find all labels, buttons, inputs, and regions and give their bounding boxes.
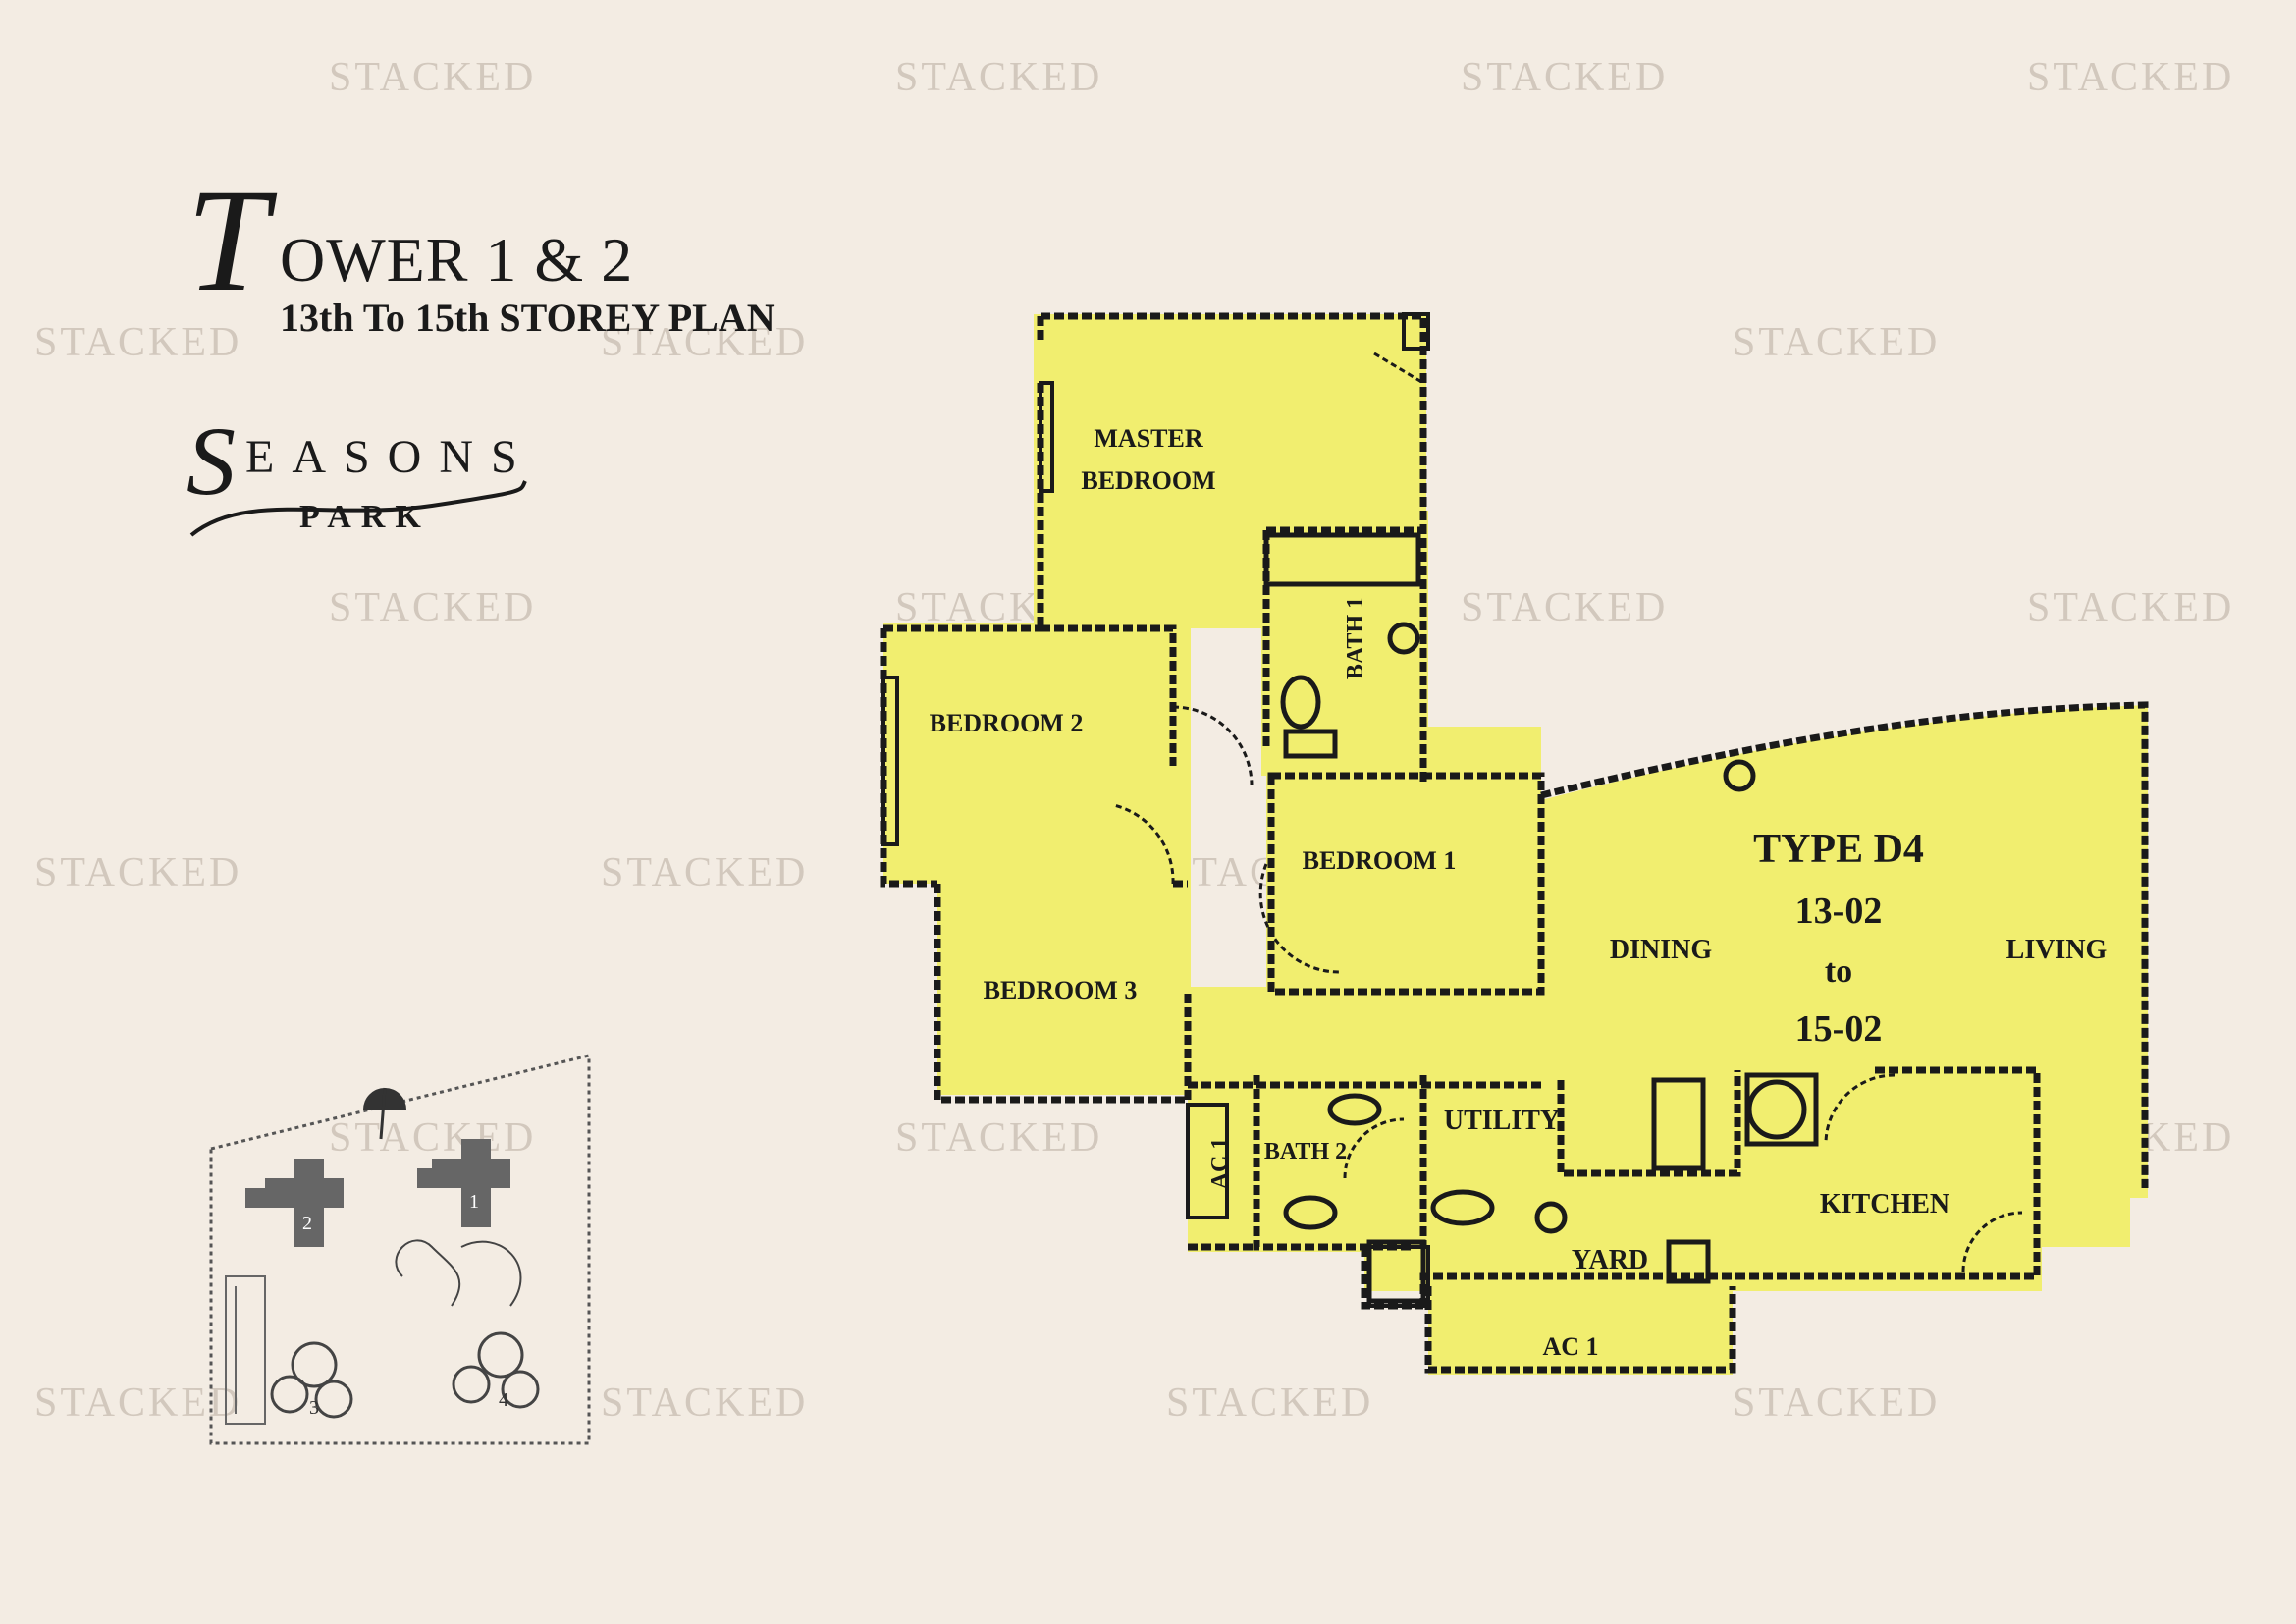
block-label: 4 <box>499 1389 508 1411</box>
room-label-bath-2: BATH 2 <box>1264 1139 1347 1164</box>
storey-subtitle: 13th To 15th STOREY PLAN <box>280 296 775 340</box>
logo-swash-icon <box>189 480 527 537</box>
door-swings <box>1113 352 2023 1272</box>
watermark: STACKED <box>601 320 809 365</box>
watermark: STACKED <box>895 55 1103 100</box>
title-initial: T <box>187 159 269 322</box>
watermark: STACKED <box>2027 585 2235 630</box>
block-label: 1 <box>469 1191 479 1213</box>
watermark: STACKED <box>601 1380 809 1426</box>
unit-range-to: to <box>1825 953 1852 990</box>
room-label-ac-ledge: AC 1 <box>1542 1332 1598 1361</box>
watermark: STACKED <box>1733 320 1941 365</box>
logo-text: EASONS <box>245 431 535 483</box>
watermark: STACKED <box>329 585 537 630</box>
room-label-dining: DINING <box>1610 935 1712 965</box>
fixtures <box>1263 532 1819 1304</box>
tower-block-3 <box>270 1341 353 1419</box>
logo-subtext: PARK <box>299 499 431 535</box>
watermark: STACKED <box>1461 55 1669 100</box>
watermark: STACKED <box>895 1115 1103 1161</box>
room-label-living: LIVING <box>2006 935 2108 965</box>
window-sills <box>881 312 1430 1308</box>
watermark: STACKED <box>34 850 242 895</box>
room-label-bedroom-3: BEDROOM 3 <box>984 976 1138 1004</box>
watermark: STACKED <box>1733 1380 1941 1426</box>
watermark: STACKED <box>34 1380 242 1426</box>
room-label-bedroom-2: BEDROOM 2 <box>930 709 1084 737</box>
unit-highlight <box>883 314 2148 1375</box>
room-label-kitchen: KITCHEN <box>1820 1189 1949 1219</box>
unit-type-label: TYPE D4 <box>1753 827 1924 872</box>
unit-range-end: 15-02 <box>1795 1008 1883 1050</box>
room-label-bedroom-1: BEDROOM 1 <box>1303 846 1457 875</box>
unit-range-start: 13-02 <box>1795 891 1883 932</box>
watermark: STACKED <box>1461 585 1669 630</box>
watermark: STACKED <box>1166 1380 1374 1426</box>
block-label: 2 <box>302 1213 312 1234</box>
room-label-master-bedroom: BEDROOM <box>1081 466 1215 495</box>
room-label-yard: YARD <box>1572 1245 1648 1275</box>
watermark: STACKED <box>34 320 242 365</box>
title-text: OWER 1 & 2 <box>280 225 634 295</box>
watermark: STACKED <box>601 850 809 895</box>
logo-initial: S <box>187 406 236 515</box>
block-label: 3 <box>309 1397 319 1419</box>
watermark: STACKED <box>2027 55 2235 100</box>
tower-block-4 <box>452 1331 540 1409</box>
watermark: STACKED <box>329 55 537 100</box>
tower-block-1 <box>417 1139 510 1227</box>
site-key-plan: 2 1 3 4 <box>209 1054 591 1445</box>
watermark: STACKED <box>329 1115 537 1161</box>
seasons-park-logo: S EASONS PARK <box>187 412 540 550</box>
tower-block-2 <box>245 1159 344 1247</box>
room-label-master-bedroom: MASTER <box>1094 424 1202 453</box>
room-label-bath-1: BATH 1 <box>1343 597 1368 679</box>
room-label-ac-ledge: AC 1 <box>1207 1138 1233 1190</box>
room-label-utility: UTILITY <box>1444 1106 1560 1136</box>
